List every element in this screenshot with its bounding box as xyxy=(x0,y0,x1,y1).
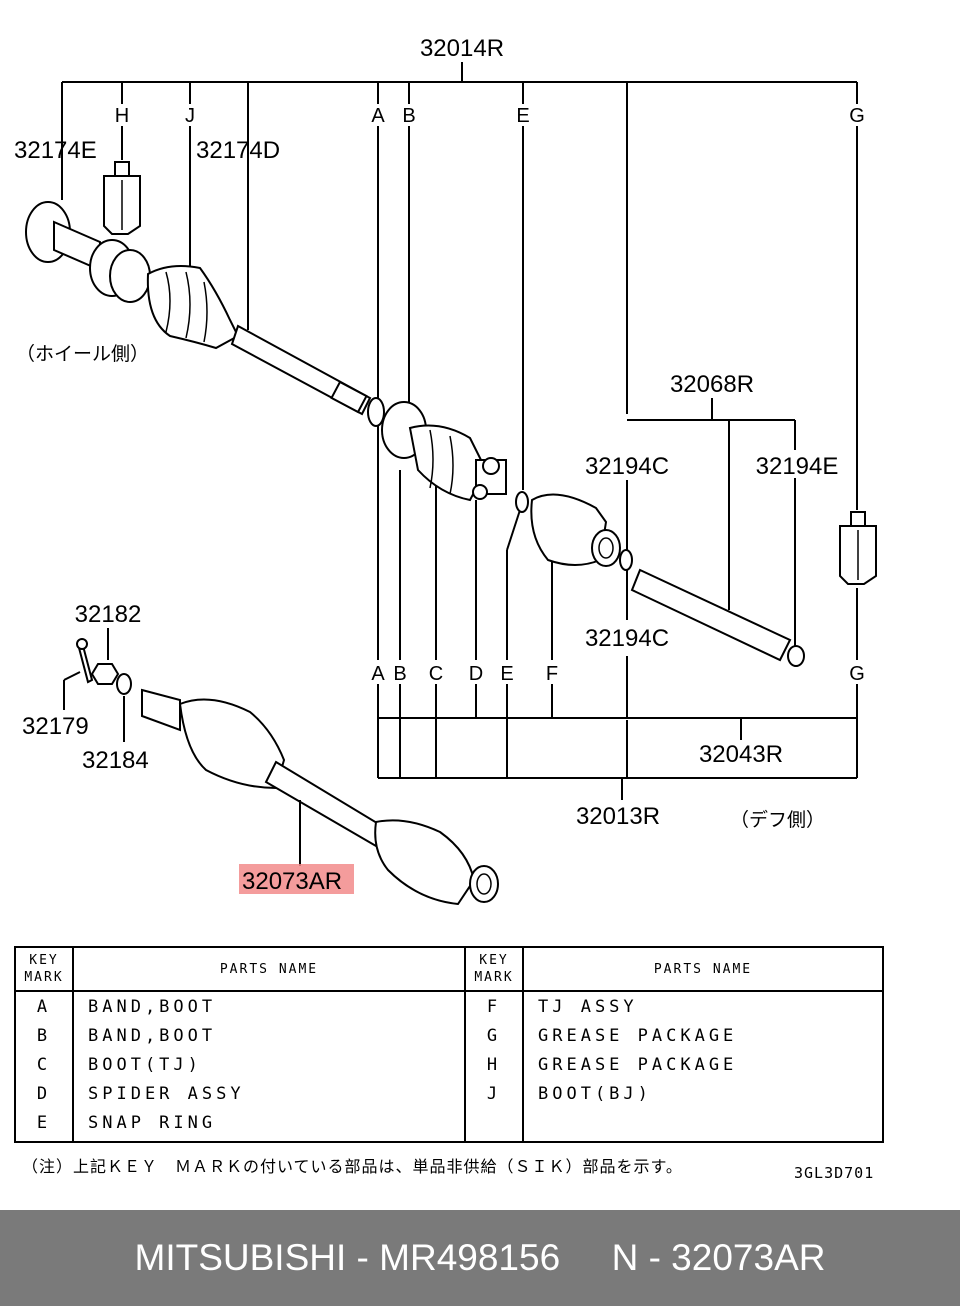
inner-shaft-icon xyxy=(619,549,805,667)
name-cell: BAND,BOOT xyxy=(72,1021,465,1050)
key-letter-g: G xyxy=(849,105,865,127)
key-letter-b: B xyxy=(402,105,415,127)
footer-brand: MITSUBISHI xyxy=(134,1237,347,1278)
key-cell: J xyxy=(464,1079,523,1108)
name-cell xyxy=(522,1108,883,1137)
name-cell: TJ ASSY xyxy=(522,991,883,1021)
cotter-pin-icon xyxy=(76,638,94,684)
washer-icon xyxy=(116,673,132,695)
footer-banner: MITSUBISHI - MR498156 N - 32073AR xyxy=(0,1210,960,1306)
key-cell: H xyxy=(464,1050,523,1079)
drive-shaft-icon xyxy=(230,324,372,416)
callout-32184: 32184 xyxy=(82,747,149,774)
key-letter-e: E xyxy=(500,663,513,685)
footer-part-number: MR498156 xyxy=(379,1237,561,1278)
table-row: C BOOT(TJ) H GREASE PACKAGE xyxy=(15,1050,883,1079)
key-cell: C xyxy=(36,1054,52,1075)
key-cell: F xyxy=(464,991,523,1021)
key-cell: D xyxy=(36,1083,52,1104)
grease-package-g-icon xyxy=(839,511,877,585)
name-cell: BAND,BOOT xyxy=(72,991,465,1021)
highlight-box xyxy=(239,864,354,894)
assembly-bracket-top xyxy=(61,62,858,414)
key-letter-j: J xyxy=(185,105,195,127)
name-cell: BOOT(TJ) xyxy=(72,1050,465,1079)
key-letter-a: A xyxy=(371,663,385,685)
exploded-parts-diagram: 32014R 32174E 32174D 32068R 32194C 32194… xyxy=(14,35,877,906)
key-cell: A xyxy=(36,996,52,1017)
key-letter-f: F xyxy=(546,663,558,685)
key-letter-c: C xyxy=(429,663,443,685)
label-wheel-side: （ホイール側） xyxy=(16,343,149,365)
table-row: A BAND,BOOT F TJ ASSY xyxy=(15,991,883,1021)
lower-leaders xyxy=(63,628,301,866)
callout-32013r: 32013R xyxy=(576,803,660,830)
diagram-code: 3GL3D701 xyxy=(794,1164,875,1182)
table-row: E SNAP RING xyxy=(15,1108,883,1137)
shaft-assembly-icon xyxy=(141,688,499,906)
callout-32174d: 32174D xyxy=(196,137,280,164)
key-letter-e: E xyxy=(516,105,529,127)
bj-boot-icon xyxy=(146,265,240,350)
grease-package-h-icon xyxy=(103,161,141,235)
callout-32068r: 32068R xyxy=(670,371,754,398)
footer-gap xyxy=(560,1237,611,1279)
leader-lines xyxy=(61,126,858,778)
footer-separator: - xyxy=(346,1237,380,1278)
parts-name-header: PARTS NAME xyxy=(72,947,465,992)
name-cell: SPIDER ASSY xyxy=(72,1079,465,1108)
key-letter-a: A xyxy=(371,105,385,127)
key-cell: B xyxy=(36,1025,52,1046)
callout-32194c-bottom: 32194C xyxy=(585,625,669,652)
callout-32043r: 32043R xyxy=(699,741,783,768)
key-letter-g: G xyxy=(849,663,865,685)
key-letter-d: D xyxy=(469,663,483,685)
name-cell: GREASE PACKAGE xyxy=(522,1021,883,1050)
key-cell: E xyxy=(36,1112,52,1133)
callout-32194c-top: 32194C xyxy=(585,453,669,480)
key-letter-h: H xyxy=(115,105,129,127)
tj-assy-icon xyxy=(530,493,621,567)
callout-32073ar: 32073AR xyxy=(242,868,342,895)
callout-32174e: 32174E xyxy=(14,137,97,164)
callout-32014r: 32014R xyxy=(420,35,504,62)
table-row: B BAND,BOOT G GREASE PACKAGE xyxy=(15,1021,883,1050)
key-cell: G xyxy=(464,1021,523,1050)
callout-32194e: 32194E xyxy=(756,453,839,480)
label-diff-side: （デフ側） xyxy=(730,809,825,831)
parts-name-header: PARTS NAME xyxy=(522,947,883,992)
table-note: （注）上記ＫＥＹ ＭＡＲＫの付いている部品は、単品非供給（ＳＩＫ）部品を示す。 xyxy=(22,1157,683,1176)
footer-oem-number: N - 32073AR xyxy=(611,1237,826,1278)
name-cell: BOOT(BJ) xyxy=(522,1079,883,1108)
name-cell: SNAP RING xyxy=(72,1108,465,1137)
callout-32182: 32182 xyxy=(75,601,142,628)
table-row xyxy=(15,1137,883,1142)
name-cell: GREASE PACKAGE xyxy=(522,1050,883,1079)
callout-32179: 32179 xyxy=(22,713,89,740)
table-row: D SPIDER ASSY J BOOT(BJ) xyxy=(15,1079,883,1108)
lock-nut-icon xyxy=(90,663,120,685)
key-letter-b: B xyxy=(393,663,406,685)
snap-ring-icon xyxy=(515,491,529,513)
bj-outer-joint-icon xyxy=(25,201,151,303)
spider-assy-icon xyxy=(472,457,507,500)
key-cell xyxy=(464,1108,523,1137)
assembly-bracket-bottom xyxy=(377,684,858,800)
